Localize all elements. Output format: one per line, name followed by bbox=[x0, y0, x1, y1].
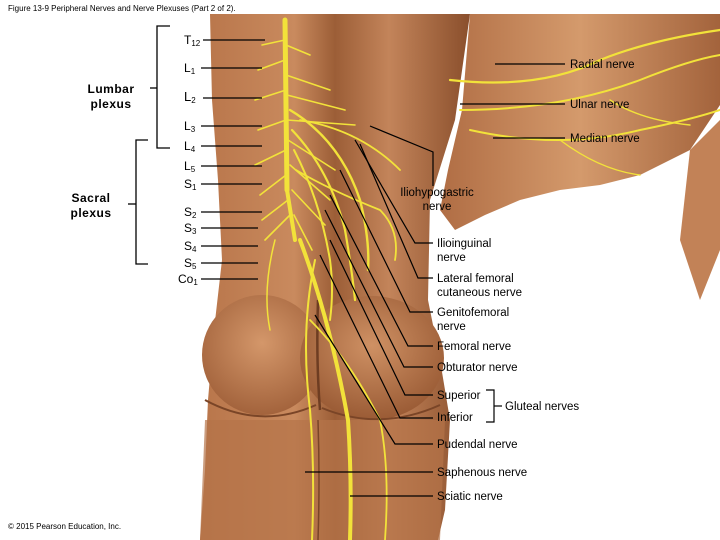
left-buttock bbox=[202, 295, 322, 415]
root-label-l4: L4 bbox=[184, 139, 195, 157]
arm-lower bbox=[680, 120, 720, 300]
ilioinguinal-line1: Ilioinguinal bbox=[437, 238, 492, 250]
root-sub: 2 bbox=[191, 96, 196, 105]
root-label-l3: L3 bbox=[184, 119, 195, 137]
root-sub: 5 bbox=[192, 262, 197, 271]
right-buttock bbox=[300, 296, 444, 420]
root-letter: S bbox=[184, 177, 193, 191]
root-letter: T bbox=[184, 33, 192, 47]
root-label-l1: L1 bbox=[184, 61, 195, 79]
root-sub: 1 bbox=[190, 67, 196, 76]
ilioinguinal-nerve-label: Ilioinguinal nerve bbox=[437, 237, 491, 265]
figure-title: Figure 13-9 Peripheral Nerves and Nerve … bbox=[8, 4, 236, 13]
root-sub: 4 bbox=[190, 145, 196, 154]
root-label-s1: S1 bbox=[184, 177, 196, 195]
lumbar-plexus-label: Lumbar plexus bbox=[84, 82, 138, 112]
saphenous-nerve-label: Saphenous nerve bbox=[437, 467, 528, 479]
gluteal-nerves-label: Gluteal nerves bbox=[505, 401, 580, 413]
root-letter: L bbox=[184, 139, 191, 153]
root-letter: S bbox=[184, 221, 193, 235]
root-sub: 2 bbox=[192, 211, 197, 220]
iliohypogastric-nerve-label: Iliohypogastric nerve bbox=[392, 186, 482, 214]
root-letter: S bbox=[184, 256, 193, 270]
pudendal-nerve-label: Pudendal nerve bbox=[437, 439, 518, 451]
femoral-nerve-label: Femoral nerve bbox=[437, 341, 512, 353]
arm-shape bbox=[440, 14, 720, 230]
sciatic-nerve-label: Sciatic nerve bbox=[437, 491, 503, 503]
genitofemoral-line2: nerve bbox=[437, 321, 466, 333]
genitofemoral-line1: Genitofemoral bbox=[437, 307, 510, 319]
root-letter: L bbox=[184, 119, 191, 133]
root-label-s5: S5 bbox=[184, 256, 196, 274]
sacral-plexus-line1: Sacral bbox=[71, 191, 111, 205]
lumbar-plexus-line1: Lumbar bbox=[87, 82, 135, 96]
ilioinguinal-line2: nerve bbox=[437, 252, 466, 264]
root-label-s4: S4 bbox=[184, 239, 196, 257]
root-letter: L bbox=[184, 61, 191, 75]
root-label-s3: S3 bbox=[184, 221, 196, 239]
lateral-femoral-cutaneous-nerve-label: Lateral femoral cutaneous nerve bbox=[437, 272, 522, 300]
gluteal-cleft bbox=[316, 299, 322, 411]
lateral-femoral-line1: Lateral femoral bbox=[437, 273, 514, 285]
root-sub: 1 bbox=[192, 183, 197, 192]
root-letter: S bbox=[184, 239, 193, 253]
root-sub: 4 bbox=[192, 245, 197, 254]
root-leaders bbox=[201, 39, 265, 280]
root-letter: L bbox=[184, 159, 191, 173]
lateral-femoral-line2: cutaneous nerve bbox=[437, 287, 523, 299]
plexus-brackets bbox=[128, 25, 170, 265]
ulnar-nerve-label: Ulnar nerve bbox=[570, 99, 630, 111]
root-label-l2: L2 bbox=[184, 90, 196, 108]
root-letter: L bbox=[184, 89, 192, 104]
root-letter: S bbox=[184, 205, 193, 219]
root-label-t12: T12 bbox=[184, 33, 200, 51]
root-sub: 1 bbox=[193, 278, 198, 287]
sacral-plexus-line2: plexus bbox=[70, 206, 112, 220]
sacral-plexus-label: Sacral plexus bbox=[62, 191, 120, 221]
nerve-leaders bbox=[305, 125, 502, 497]
iliohypogastric-line1: Iliohypogastric bbox=[400, 187, 474, 199]
inferior-gluteal-label: Inferior bbox=[437, 412, 473, 424]
median-nerve-label: Median nerve bbox=[570, 133, 640, 145]
root-sub: 5 bbox=[190, 165, 196, 174]
arm-leaders bbox=[460, 63, 565, 139]
lumbar-plexus-line2: plexus bbox=[90, 97, 132, 111]
root-label-l5: L5 bbox=[184, 159, 195, 177]
obturator-nerve-label: Obturator nerve bbox=[437, 362, 518, 374]
root-sub: 3 bbox=[190, 125, 196, 134]
root-label-co1: Co1 bbox=[178, 272, 198, 290]
superior-gluteal-label: Superior bbox=[437, 390, 481, 402]
root-letter: Co bbox=[178, 272, 194, 286]
root-sub: 3 bbox=[192, 227, 197, 236]
radial-nerve-label: Radial nerve bbox=[570, 59, 635, 71]
iliohypogastric-line2: nerve bbox=[422, 201, 452, 213]
gluteal-fold-left bbox=[204, 399, 317, 418]
root-label-s2: S2 bbox=[184, 205, 196, 223]
root-sub: 12 bbox=[191, 39, 201, 48]
copyright: © 2015 Pearson Education, Inc. bbox=[8, 522, 122, 531]
genitofemoral-nerve-label: Genitofemoral nerve bbox=[437, 306, 509, 334]
